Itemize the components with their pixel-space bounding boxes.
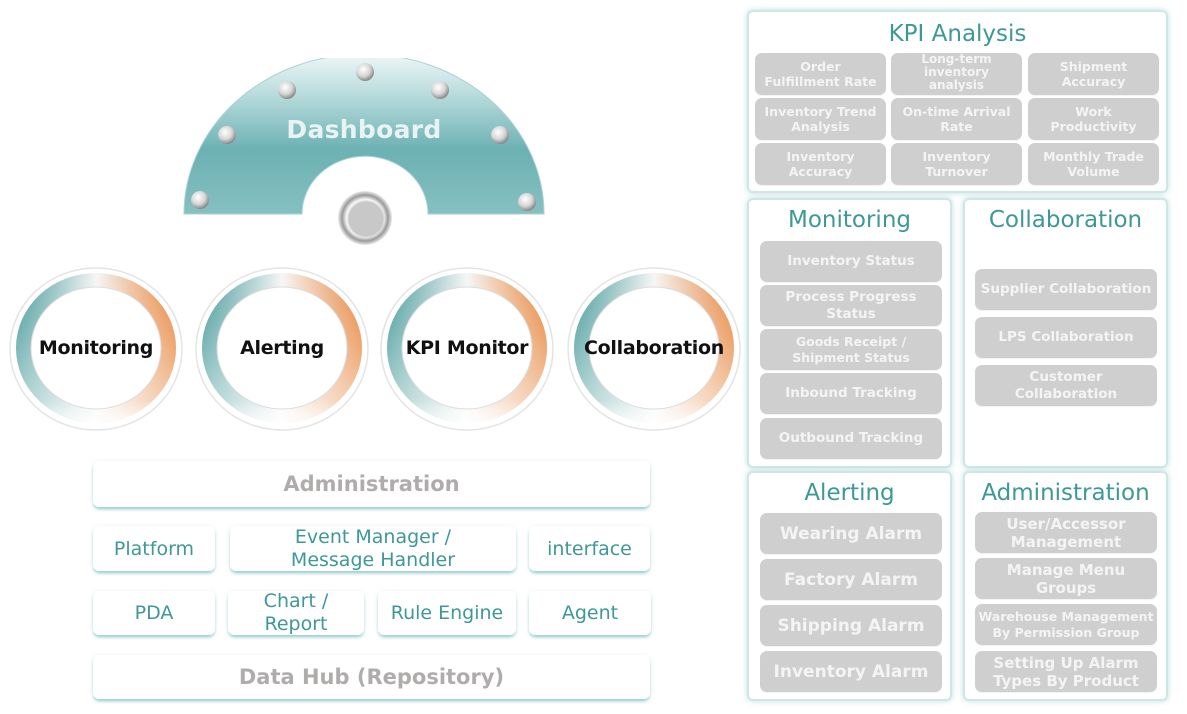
administration-layer[interactable]: Administration: [93, 461, 650, 507]
administration-item[interactable]: User/Accessor Management: [975, 512, 1157, 553]
ring-icon: [567, 267, 741, 431]
panel-title: Collaboration: [988, 207, 1143, 233]
panel-title: KPI Analysis: [888, 21, 1027, 47]
administration-item-label: Warehouse Management By Permission Group: [978, 608, 1154, 640]
kpi-item-label: Inventory Turnover: [922, 149, 991, 179]
monitoring-item[interactable]: Inbound Tracking: [760, 373, 942, 414]
agent-tile[interactable]: Agent: [529, 591, 651, 635]
bolt-icon: [518, 193, 536, 211]
administration-item-label: Setting Up Alarm Types By Product: [993, 653, 1139, 690]
alerting-item-label: Shipping Alarm: [777, 615, 925, 636]
gauge-arc: [183, 58, 545, 215]
kpi-item[interactable]: On-time Arrival Rate: [891, 98, 1022, 140]
kpi-item-label: Inventory Accuracy: [786, 149, 855, 179]
administration-item[interactable]: Warehouse Management By Permission Group: [975, 604, 1157, 645]
kpi-item[interactable]: Inventory Trend Analysis: [755, 98, 886, 140]
collaboration-item[interactable]: Supplier Collaboration: [975, 269, 1157, 310]
administration-item-label: Manage Menu Groups: [1006, 560, 1126, 597]
alerting-item[interactable]: Inventory Alarm: [760, 651, 942, 692]
bolt-icon: [278, 81, 296, 99]
alerting-item[interactable]: Wearing Alarm: [760, 513, 942, 554]
chart-report-tile[interactable]: Chart / Report: [228, 590, 364, 635]
kpi-item[interactable]: Inventory Accuracy: [755, 143, 886, 185]
kpi-item-label: Order Fulfillment Rate: [764, 59, 877, 89]
dashboard-title: Dashboard: [286, 115, 442, 144]
kpi-item[interactable]: Order Fulfillment Rate: [755, 53, 886, 95]
kpi-item-label: Shipment Accuracy: [1059, 59, 1128, 89]
ring-icon: [195, 267, 369, 431]
ring-alerting[interactable]: Alerting: [193, 264, 371, 432]
interface-tile[interactable]: interface: [529, 526, 650, 571]
ring-label: KPI Monitor: [405, 337, 529, 359]
panel-title: Monitoring: [788, 207, 911, 233]
ring-label: Collaboration: [584, 337, 724, 359]
kpi-item[interactable]: Work Productivity: [1028, 98, 1159, 140]
rule-engine-tile[interactable]: Rule Engine: [378, 591, 516, 635]
alerting-item-label: Inventory Alarm: [773, 661, 929, 682]
kpi-analysis-panel: KPI Analysis Order Fulfillment Rate Long-…: [749, 12, 1166, 191]
monitoring-item[interactable]: Inventory Status: [760, 241, 942, 282]
ring-icon: [380, 267, 554, 431]
bolt-icon: [218, 126, 236, 144]
monitoring-item-label: Process Progress Status: [785, 288, 917, 322]
monitoring-item-label: Inbound Tracking: [785, 385, 917, 401]
monitoring-item[interactable]: Goods Receipt / Shipment Status: [760, 329, 942, 370]
monitoring-item[interactable]: Process Progress Status: [760, 285, 942, 326]
alerting-item[interactable]: Factory Alarm: [760, 559, 942, 600]
administration-item[interactable]: Manage Menu Groups: [975, 558, 1157, 599]
kpi-item[interactable]: Shipment Accuracy: [1028, 53, 1159, 95]
kpi-item-label: Work Productivity: [1050, 104, 1137, 134]
collaboration-item-label: Customer Collaboration: [1014, 368, 1118, 402]
kpi-item[interactable]: Inventory Turnover: [891, 143, 1022, 185]
monitoring-item[interactable]: Outbound Tracking: [760, 418, 942, 459]
collaboration-item[interactable]: Customer Collaboration: [975, 365, 1157, 406]
monitoring-item-label: Outbound Tracking: [778, 430, 924, 446]
alerting-item-label: Factory Alarm: [784, 569, 918, 590]
platform-tile[interactable]: Platform: [93, 526, 215, 571]
data-hub-layer[interactable]: Data Hub (Repository): [93, 655, 650, 699]
ring-kpi-monitor[interactable]: KPI Monitor: [378, 264, 556, 432]
event-manager-tile[interactable]: Event Manager / Message Handler: [230, 526, 516, 571]
ring-label: Alerting: [240, 337, 324, 359]
collaboration-item[interactable]: LPS Collaboration: [975, 317, 1157, 358]
administration-item-label: User/Accessor Management: [1006, 514, 1126, 551]
alerting-item-label: Wearing Alarm: [779, 523, 923, 544]
bolt-icon: [191, 191, 209, 209]
ring-monitoring[interactable]: Monitoring: [7, 264, 185, 432]
panel-title: Alerting: [804, 480, 895, 506]
monitoring-item-label: Inventory Status: [787, 253, 915, 269]
bolt-icon: [491, 126, 509, 144]
kpi-item-label: Inventory Trend Analysis: [764, 104, 877, 134]
bolt-icon: [431, 81, 449, 99]
ring-icon: [9, 267, 183, 431]
kpi-item-label: On-time Arrival Rate: [902, 104, 1011, 134]
gauge-knob[interactable]: [338, 191, 392, 245]
kpi-item[interactable]: Monthly Trade Volume: [1028, 143, 1159, 185]
collaboration-item-label: Supplier Collaboration: [980, 281, 1152, 297]
collaboration-item-label: LPS Collaboration: [998, 329, 1134, 345]
kpi-item-label: Long-term inventory analysis: [921, 53, 992, 92]
pda-tile[interactable]: PDA: [93, 591, 215, 635]
dashboard-gauge: [183, 58, 545, 245]
administration-item[interactable]: Setting Up Alarm Types By Product: [975, 651, 1157, 692]
kpi-item[interactable]: Long-term inventory analysis: [891, 53, 1022, 95]
gauge-bolts: [191, 63, 536, 211]
panel-title: Administration: [981, 480, 1150, 506]
ring-label: Monitoring: [38, 337, 154, 359]
kpi-item-label: Monthly Trade Volume: [1043, 149, 1144, 179]
monitoring-item-label: Goods Receipt / Shipment Status: [792, 333, 910, 365]
alerting-item[interactable]: Shipping Alarm: [760, 605, 942, 646]
ring-collaboration[interactable]: Collaboration: [565, 264, 743, 432]
bolt-icon: [356, 63, 374, 81]
